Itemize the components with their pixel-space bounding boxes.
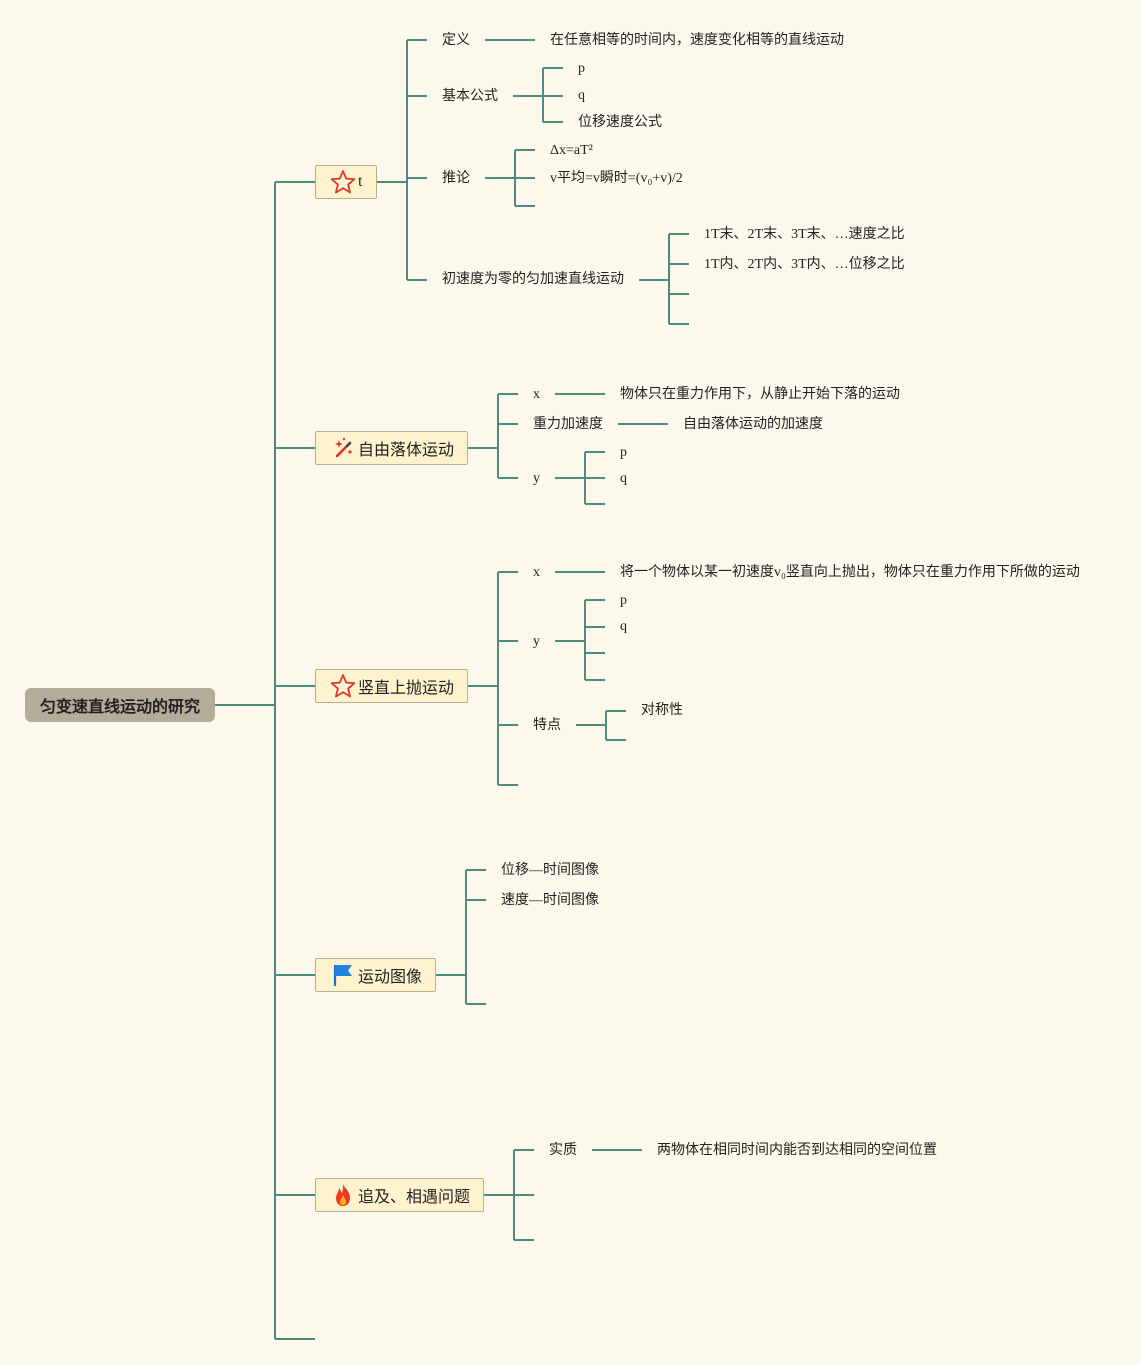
subtopic-gravity-acceleration[interactable]: 重力加速度 [533,417,603,432]
topic-label: t [358,173,363,190]
y-item[interactable]: q [620,619,627,634]
y-item[interactable]: p [620,445,627,460]
y-item[interactable]: p [620,593,627,608]
vertical-throw-definition[interactable]: 将一个物体以某一初速度v₀竖直向上抛出，物体只在重力作用下所做的运动 [620,565,1080,580]
topic-motion-graphs[interactable]: 运动图像 [315,958,436,992]
corollary-item[interactable]: Δx=aT² [550,143,593,158]
formula-item[interactable]: p [578,61,585,76]
definition-text[interactable]: 在任意相等的时间内，速度变化相等的直线运动 [550,33,844,48]
ratio-item[interactable]: 1T内、2T内、3T内、…位移之比 [704,257,905,272]
formula-item[interactable]: q [578,88,585,103]
essence-definition[interactable]: 两物体在相同时间内能否到达相同的空间位置 [657,1143,937,1158]
subtopic-essence[interactable]: 实质 [549,1143,577,1158]
subtopic-definition[interactable]: 定义 [442,33,470,48]
gravity-acceleration-definition[interactable]: 自由落体运动的加速度 [683,417,823,432]
root-topic-label: 匀变速直线运动的研究 [39,699,200,716]
subtopic-characteristics[interactable]: 特点 [533,718,561,733]
subtopic-x[interactable]: x [533,387,540,402]
star-icon [330,169,356,195]
subtopic-x[interactable]: x [533,565,540,580]
formula-item[interactable]: 位移速度公式 [578,115,662,130]
topic-label: 追及、相遇问题 [358,1189,471,1206]
topic-uniform-acceleration[interactable]: t [315,165,377,199]
magic-wand-icon [330,435,356,461]
topic-label: 竖直上抛运动 [358,680,455,697]
graph-item-velocity-time[interactable]: 速度—时间图像 [501,893,599,908]
free-fall-definition[interactable]: 物体只在重力作用下，从静止开始下落的运动 [620,387,900,402]
subtopic-basic-formulas[interactable]: 基本公式 [442,89,498,104]
topic-label: 自由落体运动 [358,442,455,459]
corollary-item[interactable]: v平均=v瞬时=(v₀+v)/2 [550,171,683,186]
topic-pursuit-meeting[interactable]: 追及、相遇问题 [315,1178,484,1212]
subtopic-y[interactable]: y [533,634,540,649]
root-topic[interactable]: 匀变速直线运动的研究 [25,688,215,722]
subtopic-y[interactable]: y [533,471,540,486]
topic-label: 运动图像 [358,969,423,986]
fire-icon [330,1182,356,1208]
graph-item-displacement-time[interactable]: 位移—时间图像 [501,863,599,878]
y-item[interactable]: q [620,471,627,486]
topic-vertical-upward-throw[interactable]: 竖直上抛运动 [315,669,468,703]
topic-free-fall[interactable]: 自由落体运动 [315,431,468,465]
ratio-item[interactable]: 1T末、2T末、3T末、…速度之比 [704,227,905,242]
symmetry-item[interactable]: 对称性 [641,703,683,718]
subtopic-corollary[interactable]: 推论 [442,171,470,186]
star-icon [330,673,356,699]
flag-icon [330,962,356,988]
subtopic-zero-initial-velocity[interactable]: 初速度为零的匀加速直线运动 [442,272,624,287]
